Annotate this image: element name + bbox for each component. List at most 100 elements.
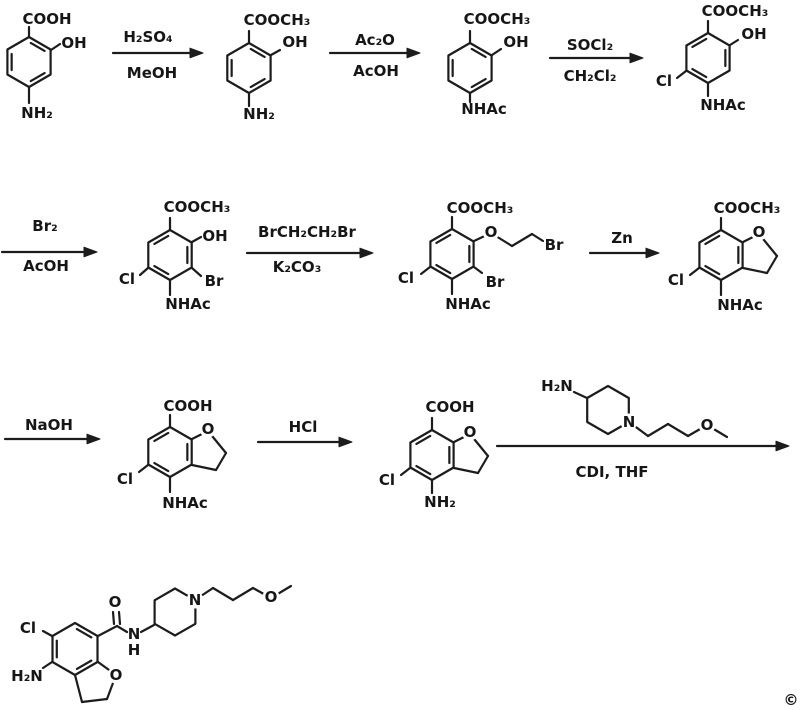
ring-m3 <box>447 41 493 95</box>
label-m6-chain-br: Br <box>545 236 564 254</box>
atom-halo <box>461 423 479 441</box>
reaction-arrow-3-head <box>629 52 644 64</box>
label-a2-above: Ac₂O <box>355 31 395 49</box>
bond <box>111 610 116 626</box>
label-m7-nhac: NHAc <box>717 296 763 314</box>
label-a5-below: K₂CO₃ <box>273 258 322 276</box>
label-a4-above: Br₂ <box>32 217 57 235</box>
bond <box>399 466 412 477</box>
label-m5-nhac: NHAc <box>165 295 211 313</box>
bond <box>137 463 150 474</box>
bond <box>741 266 769 275</box>
label-a8-above: HCl <box>289 418 318 436</box>
double-bond-inner <box>29 41 46 53</box>
bond <box>41 629 54 638</box>
double-bond-inner <box>75 659 93 671</box>
double-bond-inner <box>704 264 721 276</box>
bond <box>138 266 150 277</box>
ring-m8 <box>147 425 193 479</box>
bond <box>73 673 84 704</box>
label-m6-coome: COOCH₃ <box>447 199 514 217</box>
bond <box>530 232 545 243</box>
atom-halo <box>107 666 125 684</box>
bond <box>269 48 282 57</box>
double-bond-inner <box>435 233 452 245</box>
double-bond-inner <box>691 67 708 79</box>
label-m9-nh2: NH₂ <box>424 493 456 511</box>
double-bond-inner <box>153 461 170 473</box>
atom-halo <box>698 416 716 434</box>
double-bond-inner <box>435 263 452 275</box>
label-m7-cl: Cl <box>668 271 684 289</box>
bond <box>80 697 109 704</box>
atom-halo <box>199 420 217 438</box>
bond <box>211 586 235 602</box>
bond <box>231 586 255 602</box>
double-bond-inner <box>415 464 432 476</box>
label-m1-cooh: COOH <box>22 10 71 28</box>
ring-m1 <box>6 35 52 89</box>
label-m4-nhac: NHAc <box>700 96 746 114</box>
label-product-furan-o: O <box>110 666 123 684</box>
label-m3-coome: COOCH₃ <box>464 10 531 28</box>
atom-halo <box>186 591 204 609</box>
corner-mark: © <box>784 691 799 709</box>
label-product-amide-h: H <box>128 641 141 659</box>
label-a9-below: CDI, THF <box>576 463 649 481</box>
label-a1-below: MeOH <box>127 64 177 82</box>
reaction-arrow-7-head <box>86 433 101 445</box>
label-m2-coome: COOCH₃ <box>244 11 311 29</box>
label-product-cl: Cl <box>20 619 36 637</box>
bond <box>472 265 484 275</box>
reaction-arrow-2-head <box>406 47 421 59</box>
ring-m9 <box>409 428 455 482</box>
label-m6-br: Br <box>486 273 505 291</box>
double-bond-inner <box>415 434 432 446</box>
label-product-chain-o: O <box>265 588 278 606</box>
bond <box>190 266 203 278</box>
bond <box>666 422 690 438</box>
double-bond-inner <box>153 234 170 246</box>
bond <box>117 610 122 626</box>
ring-m2 <box>226 41 272 95</box>
label-m4-coome: COOCH₃ <box>702 2 769 20</box>
label-m7-coome: COOCH₃ <box>714 199 781 217</box>
double-bond-inner <box>691 37 708 49</box>
bond <box>490 47 503 57</box>
label-m5-br: Br <box>205 272 224 290</box>
label-reagent-o: O <box>701 416 714 434</box>
atom-halo <box>262 588 280 606</box>
label-m2-oh: OH <box>282 33 307 51</box>
double-bond-inner <box>249 47 266 59</box>
label-reagent-n: N <box>623 413 636 431</box>
label-product-amide-n: N <box>128 625 141 643</box>
bond <box>476 454 490 475</box>
label-m5-oh: OH <box>202 227 227 245</box>
ring-m5 <box>147 228 193 282</box>
label-a5-above: BrCH₂CH₂Br <box>258 223 357 241</box>
atom-halo <box>750 223 768 241</box>
double-bond-inner <box>29 71 46 83</box>
label-m7-furan-o: O <box>753 223 766 241</box>
reaction-arrow-6-head <box>645 247 660 259</box>
label-m9-cl: Cl <box>379 471 395 489</box>
bond <box>214 451 228 472</box>
label-reagent-h2n: H₂N <box>541 377 573 395</box>
label-m2-nh2: NH₂ <box>243 105 275 123</box>
ring-m4 <box>685 31 731 85</box>
double-bond-inner <box>470 77 487 89</box>
atom-halo <box>620 413 638 431</box>
bond <box>728 38 740 47</box>
reaction-arrow-8-head <box>338 436 353 448</box>
double-bond-inner <box>704 234 721 246</box>
bond <box>49 42 62 52</box>
label-a3-above: SOCl₂ <box>567 36 613 54</box>
label-product-carbonyl-o: O <box>109 593 122 611</box>
ring-m6 <box>429 227 475 281</box>
label-m8-nhac: NHAc <box>162 494 208 512</box>
bond <box>572 390 589 400</box>
label-m4-cl: Cl <box>656 72 672 90</box>
label-a2-below: AcOH <box>353 62 399 80</box>
